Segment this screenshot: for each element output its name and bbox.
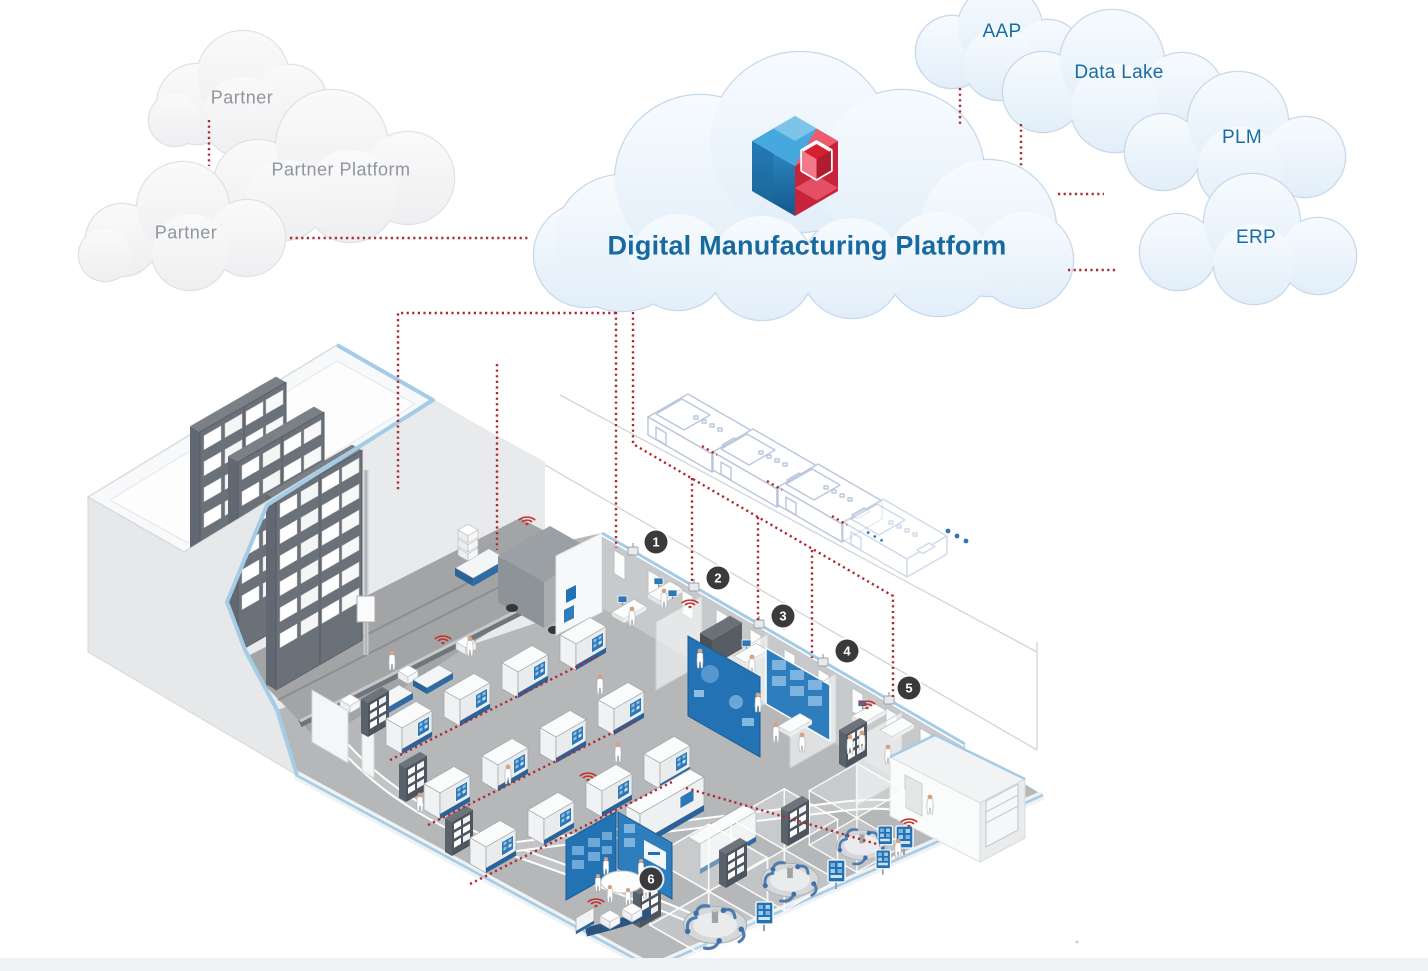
outfeed-conveyor (575, 902, 652, 937)
dmp-logo (752, 116, 838, 216)
cloud-label-erp: ERP (1236, 227, 1276, 248)
diagram-title: Digital Manufacturing Platform (607, 230, 1007, 261)
marker-5: 5 (897, 676, 921, 700)
cloud-label-partner-platform: Partner Platform (271, 159, 411, 180)
marker-6: 6 (639, 867, 663, 891)
cloud-label-aap: AAP (982, 21, 1022, 42)
marker-3: 3 (771, 604, 795, 628)
marker-2: 2 (706, 566, 730, 590)
entrance-wall (555, 532, 603, 636)
ellipsis-dots-icon (945, 528, 969, 544)
stacker-crane (356, 470, 376, 655)
cloud-label-partner-top: Partner (210, 87, 274, 108)
cloud-label-partner-bottom: Partner (154, 222, 218, 243)
speck (1075, 940, 1079, 944)
connector-lines (207, 88, 1116, 886)
cloud-label-plm: PLM (1222, 127, 1262, 148)
high-bay-warehouse (86, 343, 600, 779)
annex-building (888, 733, 1027, 863)
marker-1: 1 (644, 530, 668, 554)
bottom-strip (0, 958, 1428, 971)
marker-4: 4 (835, 639, 859, 663)
cloud-label-data-lake: Data Lake (1074, 62, 1164, 83)
control-room-screens (687, 635, 831, 758)
